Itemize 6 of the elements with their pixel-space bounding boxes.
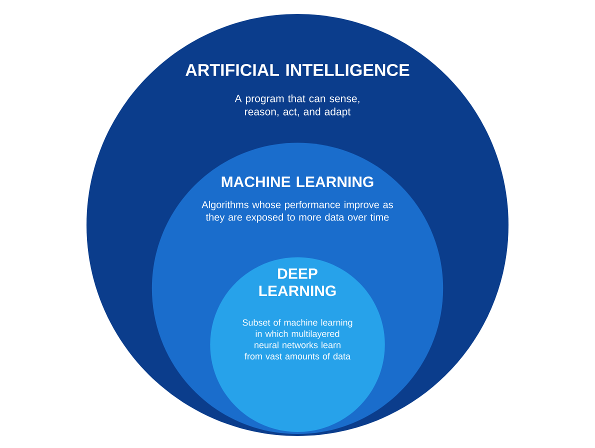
heading: ARTIFICIAL INTELLIGENCE (186, 64, 410, 76)
description: A program that can sense, reason, act, and adapt (234, 94, 360, 118)
heading: DEEP LEARNING (259, 268, 336, 296)
description: Subset of machine learning in which multilayered neural networks learn from vast amounts of data (242, 319, 352, 360)
description: Algorithms whose performance improve as they are exposed to more data over time (202, 200, 393, 223)
heading: MACHINE LEARNING (222, 176, 374, 188)
